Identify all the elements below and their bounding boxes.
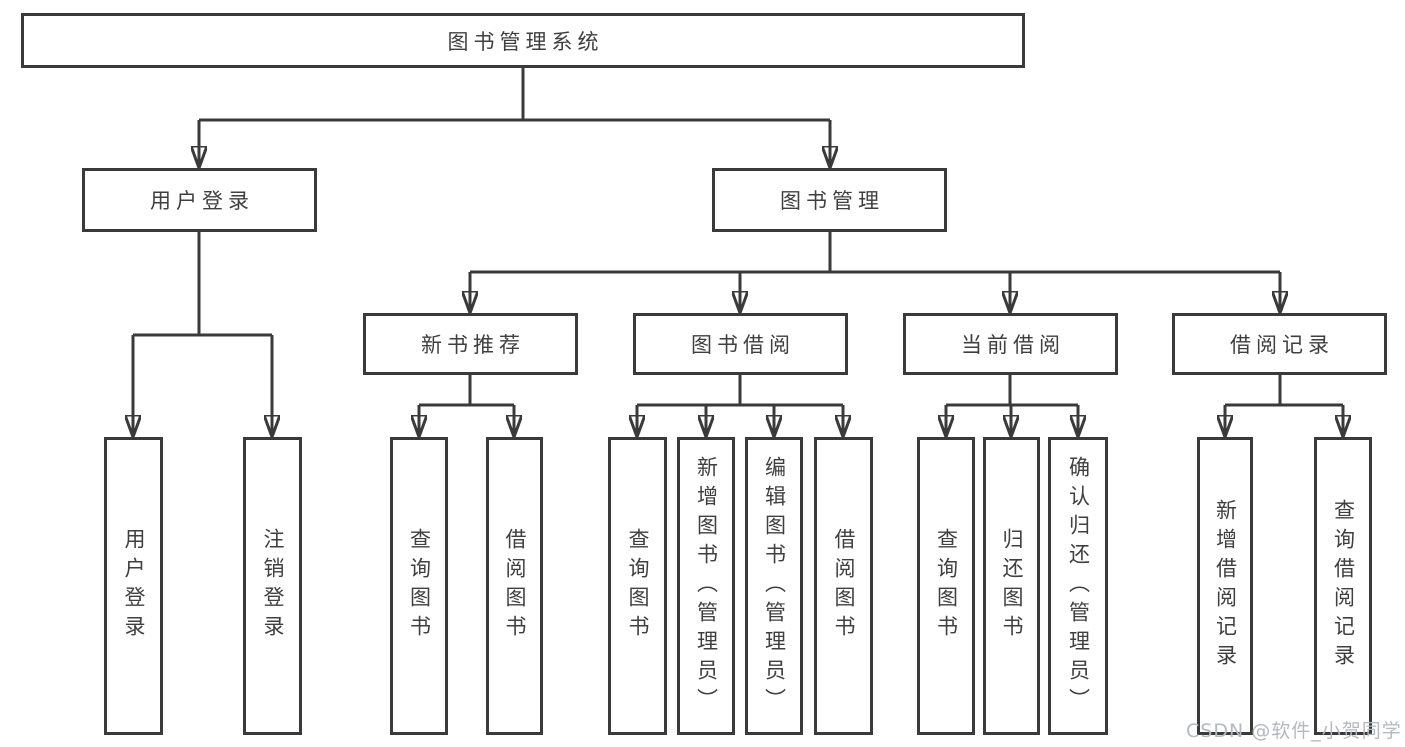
node-borrowing-records: 借阅记录 <box>1172 313 1387 375</box>
csdn-watermark: CSDN @软件_小贺同学 <box>1186 720 1402 742</box>
leaf-logout: 注销登录 <box>243 437 302 735</box>
node-book-borrowing: 图书借阅 <box>633 313 848 375</box>
leaf-rec-query-books: 查询图书 <box>390 437 448 735</box>
leaf-bb-borrow-books: 借阅图书 <box>814 437 873 735</box>
leaf-rec-borrow-books: 借阅图书 <box>486 437 543 735</box>
node-book-management: 图书管理 <box>712 168 947 232</box>
leaf-cb-return-books: 归还图书 <box>983 437 1040 735</box>
leaf-br-add-borrow-record: 新增借阅记录 <box>1197 437 1253 735</box>
leaf-cb-confirm-return-admin: 确认归还（管理员） <box>1048 437 1108 735</box>
leaf-br-query-borrow-record: 查询借阅记录 <box>1314 437 1372 735</box>
node-library-management-system: 图书管理系统 <box>21 13 1025 68</box>
leaf-user-login: 用户登录 <box>104 437 163 735</box>
node-current-borrowing: 当前借阅 <box>903 313 1118 375</box>
node-user-login: 用户登录 <box>82 168 317 232</box>
leaf-cb-query-books: 查询图书 <box>917 437 975 735</box>
node-new-book-recommendation: 新书推荐 <box>363 313 578 375</box>
leaf-bb-query-books: 查询图书 <box>608 437 667 735</box>
leaf-bb-edit-books-admin: 编辑图书（管理员） <box>745 437 803 735</box>
leaf-bb-add-books-admin: 新增图书（管理员） <box>677 437 735 735</box>
